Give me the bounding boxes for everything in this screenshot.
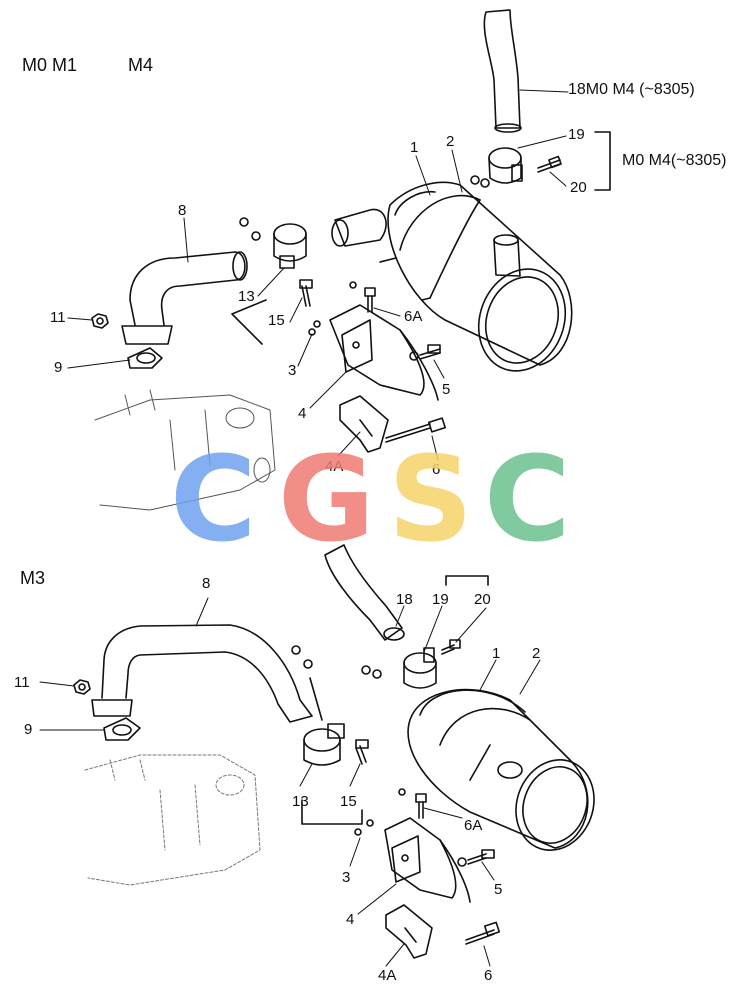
- leader-lines: [39, 89, 569, 967]
- bolt-5-top: [409, 344, 441, 361]
- muffler-1-bottom: [407, 688, 595, 851]
- bolt-20-top: [537, 155, 562, 173]
- muffler-1-top: [331, 181, 573, 372]
- callout-18-bottom: 18: [396, 591, 413, 608]
- nut-top-a: [470, 175, 480, 185]
- callout-15-bottom: 15: [340, 793, 357, 810]
- washer-3-top: [313, 320, 321, 328]
- model-group-m3: M3: [20, 568, 46, 588]
- callout-1-top: 1: [410, 139, 419, 156]
- nut-top-b: [480, 178, 490, 188]
- note-bracket-top: [594, 131, 611, 191]
- bolt-15-bottom: [355, 739, 369, 765]
- cgsc-watermark-logo: C G S C: [170, 440, 600, 560]
- callout-8-bottom: 8: [202, 575, 211, 592]
- model-group-m4: M4: [128, 55, 154, 75]
- watermark-letter-s: S: [388, 430, 473, 568]
- callout-2-bottom: 2: [532, 645, 541, 662]
- bolt-6a-bottom: [415, 793, 427, 819]
- gasket-9-top: [127, 347, 163, 369]
- exhaust-elbow-8-bottom: [91, 624, 313, 723]
- callout-20-bottom: 20: [474, 591, 491, 608]
- callout-19-top: 19: [568, 126, 585, 143]
- callout-13-bottom: 13: [292, 793, 309, 810]
- bolt-20-bottom: [441, 639, 461, 655]
- watermark-letter-g: G: [278, 430, 375, 568]
- clamp-13-top: [273, 223, 307, 269]
- clamp-13-bottom: [303, 723, 345, 766]
- callout-9-top: 9: [54, 359, 63, 376]
- callout-6-top: 6: [432, 461, 441, 478]
- tail-pipe-18-top: [483, 9, 522, 133]
- bolt-6a-top: [364, 287, 376, 313]
- callout-13-top: 13: [238, 288, 255, 305]
- bolt-6-bottom: [465, 921, 501, 945]
- callout-11-top: 11: [50, 309, 66, 326]
- callout-1-bottom: 1: [492, 645, 501, 662]
- callout-4-bottom: 4: [346, 911, 355, 928]
- callout-8-top: 8: [178, 202, 187, 219]
- engine-block-sketch-bottom: [84, 754, 261, 886]
- callout-18-top: 18M0 M4 (~8305): [568, 81, 695, 98]
- clamp-19-top: [488, 147, 523, 184]
- clamp-19-bottom: [403, 647, 437, 689]
- nut-13b: [251, 231, 261, 241]
- callout-6-bottom: 6: [484, 967, 493, 984]
- model-group-m0-m1: M0 M1: [22, 55, 78, 75]
- nut-11-bottom: [73, 679, 91, 695]
- callout-4-top: 4: [298, 405, 307, 422]
- callout-5-bottom: 5: [494, 881, 503, 898]
- bolt-6-top: [385, 417, 447, 443]
- callout-11-bottom: 11: [14, 674, 30, 691]
- bracket-13-15: [231, 299, 267, 345]
- callout-3-top: 3: [288, 362, 297, 379]
- callout-3-bottom: 3: [342, 869, 351, 886]
- callout-20-top: 20: [570, 179, 587, 196]
- callout-note-m0-m4: M0 M4(~8305): [622, 152, 727, 169]
- bolt-15-top: [299, 279, 313, 307]
- support-4a-bottom: [385, 904, 433, 959]
- muffler-bracket-4-bottom: [384, 817, 471, 903]
- callout-15-top: 15: [268, 312, 285, 329]
- pipe-18-bottom: [324, 544, 405, 641]
- bracket-13-15-bottom: [301, 799, 363, 825]
- band-2-top: [379, 194, 481, 301]
- engine-block-sketch-top: [94, 389, 276, 511]
- callout-6a-top: 6A: [404, 308, 423, 325]
- exhaust-elbow-8-top: [121, 251, 248, 345]
- callout-9-bottom: 9: [24, 721, 33, 738]
- support-4a-top: [339, 395, 389, 453]
- callout-4a-top: 4A: [325, 458, 344, 475]
- nut-13a: [239, 217, 249, 227]
- muffler-bracket-4-top: [329, 304, 439, 401]
- callout-5-top: 5: [442, 381, 451, 398]
- callout-6a-bottom: 6A: [464, 817, 483, 834]
- watermark-letter-c1: C: [170, 430, 257, 568]
- watermark-letter-c2: C: [484, 430, 571, 568]
- bracket-19-20: [445, 575, 489, 586]
- callout-4a-bottom: 4A: [378, 967, 397, 984]
- callout-19-bottom: 19: [432, 591, 449, 608]
- band-2-bottom: [419, 689, 531, 781]
- gasket-9-bottom: [103, 717, 141, 741]
- bolt-5-bottom: [457, 849, 495, 867]
- nut-11-top: [91, 313, 109, 329]
- callout-2-top: 2: [446, 133, 455, 150]
